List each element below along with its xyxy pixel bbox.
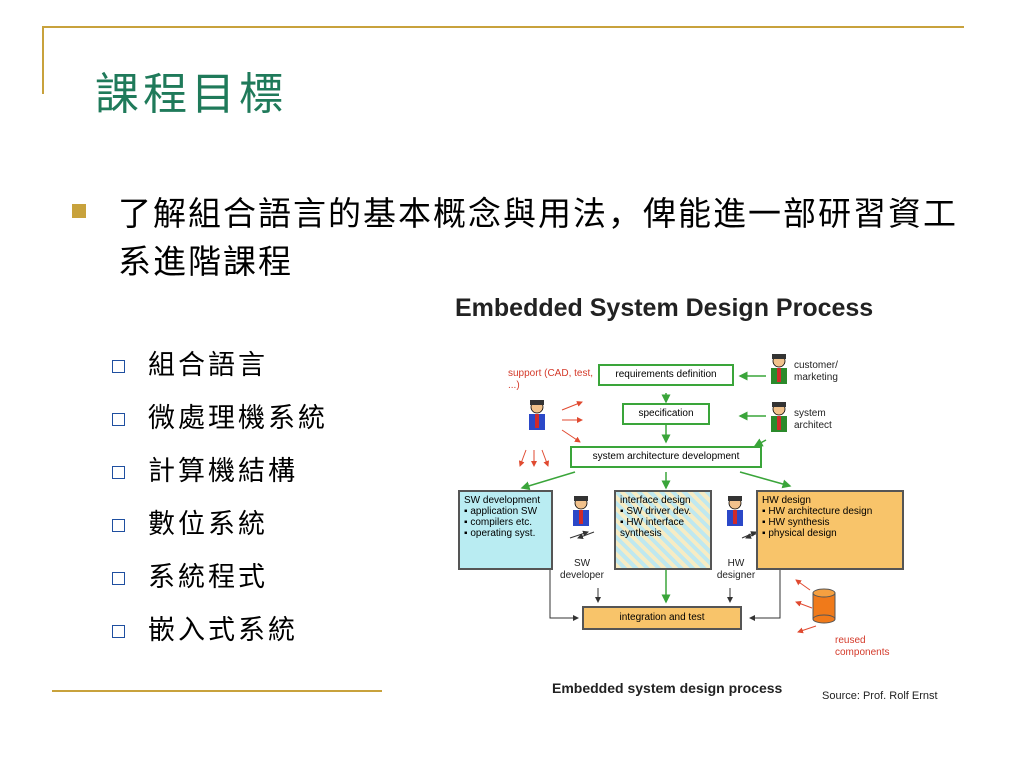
diagram-source: Source: Prof. Rolf Ernst: [822, 690, 938, 702]
bottom-rule: [52, 690, 382, 692]
hollow-square-icon: [112, 360, 125, 373]
hw-item: ▪ HW architecture design: [762, 506, 873, 517]
hw-item: ▪ physical design: [762, 528, 837, 539]
list-item: 計算機結構: [110, 452, 328, 505]
hollow-square-icon: [112, 625, 125, 638]
diagram-caption: Embedded system design process: [552, 680, 783, 696]
support-label: support (CAD, test, ...): [508, 368, 594, 391]
database-cylinder-icon: [812, 588, 836, 624]
hollow-square-icon: [112, 519, 125, 532]
architect-person-icon: [768, 402, 790, 436]
sw-item: ▪ operating syst.: [464, 528, 536, 539]
hollow-square-icon: [112, 466, 125, 479]
customer-person-icon: [768, 354, 790, 388]
hw-item: ▪ HW synthesis: [762, 517, 830, 528]
requirements-box: requirements definition: [598, 364, 734, 386]
list-item: 數位系統: [110, 505, 328, 558]
sw-developer-label: SW developer: [560, 558, 604, 581]
interface-title: interface design: [620, 495, 691, 506]
integration-box: integration and test: [582, 606, 742, 630]
hw-title: HW design: [762, 495, 811, 506]
diagram-title: Embedded System Design Process: [455, 294, 874, 322]
list-item: 系統程式: [110, 558, 328, 611]
specification-box: specification: [622, 403, 710, 425]
sw-person-icon: [570, 496, 592, 530]
hw-design-box: HW design ▪ HW architecture design ▪ HW …: [756, 490, 904, 570]
architecture-box: system architecture development: [570, 446, 762, 468]
diagram-arrows: [518, 371, 817, 634]
main-bullet: 了解組合語言的基本概念與用法，俾能進一部研習資工系進階課程: [70, 190, 970, 286]
hollow-square-icon: [112, 413, 125, 426]
sub-bullet-list: 組合語言 微處理機系統 計算機結構 數位系統 系統程式 嵌入式系統: [110, 346, 328, 664]
top-rule: [42, 26, 964, 28]
sw-item: ▪ application SW: [464, 506, 538, 517]
list-item: 組合語言: [110, 346, 328, 399]
list-item: 嵌入式系統: [110, 611, 328, 664]
list-item: 微處理機系統: [110, 399, 328, 452]
sw-title: SW development: [464, 495, 541, 506]
support-person-icon: [526, 400, 548, 434]
main-bullet-text: 了解組合語言的基本概念與用法，俾能進一部研習資工系進階課程: [118, 194, 958, 281]
hollow-square-icon: [112, 572, 125, 585]
left-rule: [42, 26, 44, 94]
hw-designer-label: HW designer: [716, 558, 756, 581]
interface-item: ▪ HW interface synthesis: [620, 517, 685, 539]
sw-development-box: SW development ▪ application SW ▪ compil…: [458, 490, 553, 570]
sw-item: ▪ compilers etc.: [464, 517, 533, 528]
interface-design-box: interface design ▪ SW driver dev. ▪ HW i…: [614, 490, 712, 570]
square-bullet-icon: [72, 204, 86, 218]
design-process-diagram: Embedded System Design Process: [450, 290, 970, 710]
slide-title: 課程目標: [95, 69, 287, 120]
interface-item: ▪ SW driver dev.: [620, 506, 692, 517]
customer-label: customer/ marketing: [794, 360, 838, 383]
architect-label: system architect: [794, 408, 832, 431]
hw-person-icon: [724, 496, 746, 530]
reused-components-label: reused components: [835, 635, 890, 658]
